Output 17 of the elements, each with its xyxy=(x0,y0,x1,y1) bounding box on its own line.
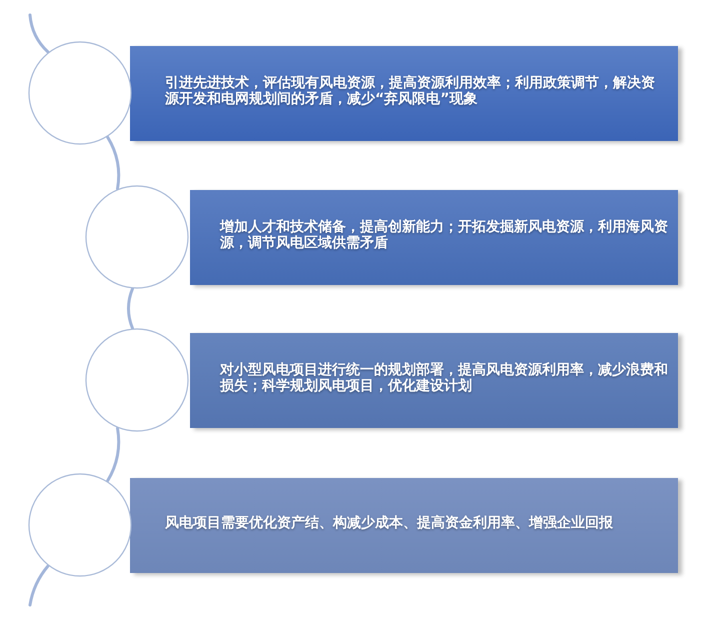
connector-curve xyxy=(106,136,120,190)
connector-curve xyxy=(28,14,50,54)
banner-bar xyxy=(190,333,678,428)
description-text: 对小型风电项目进行统一的规划部署，提高风电资源利用率，减少浪费和损失；科学规划风电项目，优化建设计划 xyxy=(220,362,668,394)
connector-curve xyxy=(28,564,50,606)
circle-marker xyxy=(28,473,132,577)
circle-marker xyxy=(85,185,189,289)
description-text: 引进先进技术，评估现有风电资源，提高资源利用效率；利用政策调节，解决资源开发和电网规划间的矛盾，减少“弃风限电”现象 xyxy=(165,74,656,106)
connector-curve xyxy=(126,287,134,330)
banner-bar xyxy=(130,478,678,573)
description-text: 增加人才和技术储备，提高创新能力；开拓发掘新风电资源，利用海风资源，调节风电区域供需矛盾 xyxy=(220,218,668,250)
banner-bar xyxy=(190,190,678,285)
connector-curve xyxy=(106,426,120,482)
circle-marker xyxy=(28,41,132,145)
banner-bar xyxy=(130,46,678,141)
description-text: 风电项目需要优化资产结、构减少成本、提高资金利用率、增强企业回报 xyxy=(165,514,613,530)
circle-marker xyxy=(85,328,189,432)
